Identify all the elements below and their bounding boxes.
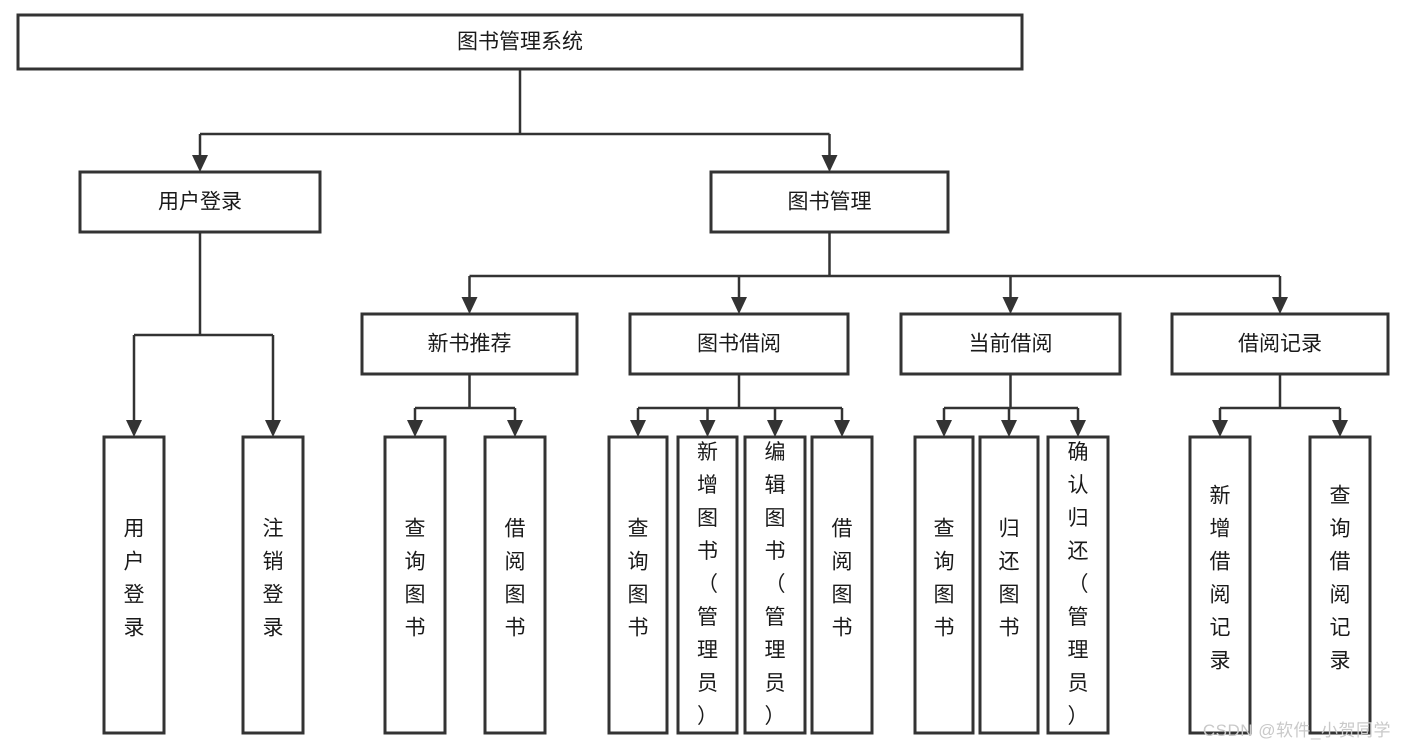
node-label: 借阅图书 — [832, 518, 853, 640]
arrow-head-icon — [936, 420, 952, 437]
node-box — [78, 170, 322, 234]
node-leaf-logout[interactable]: 注销登录 — [241, 435, 305, 735]
node-box — [810, 435, 874, 735]
node-label: 借阅记录 — [1238, 333, 1322, 356]
node-leaf-borrow-book-recommend[interactable]: 借阅图书 — [483, 435, 547, 735]
node-label: 查询图书 — [628, 518, 649, 640]
node-box — [899, 312, 1122, 376]
node-label: 查询借阅记录 — [1330, 485, 1351, 673]
node-label: 图书借阅 — [697, 333, 781, 356]
arrow-head-icon — [507, 420, 523, 437]
arrow-head-icon — [630, 420, 646, 437]
node-leaf-query-book-current[interactable]: 查询图书 — [913, 435, 975, 735]
node-leaf-query-borrow-record[interactable]: 查询借阅记录 — [1308, 435, 1372, 735]
arrow-head-icon — [834, 420, 850, 437]
node-label: 新增借阅记录 — [1210, 485, 1231, 673]
arrow-head-icon — [699, 420, 716, 437]
node-label: 确认归还（管理员） — [1068, 441, 1089, 728]
arrow-head-icon — [1070, 420, 1086, 437]
node-label: 用户登录 — [158, 191, 242, 214]
node-box — [1046, 435, 1110, 735]
node-box — [102, 435, 166, 735]
node-book-management[interactable]: 图书管理 — [709, 170, 950, 234]
node-box — [607, 435, 669, 735]
node-layer: 图书管理系统用户登录图书管理新书推荐图书借阅当前借阅借阅记录用户登录注销登录查询… — [16, 13, 1390, 735]
node-box — [709, 170, 950, 234]
arrow-head-icon — [1332, 420, 1348, 437]
node-leaf-confirm-return[interactable]: 确认归还（管理员） — [1046, 435, 1110, 735]
node-leaf-return-book[interactable]: 归还图书 — [978, 435, 1040, 735]
node-label: 注销登录 — [263, 518, 284, 640]
node-new-book-recommend[interactable]: 新书推荐 — [360, 312, 579, 376]
node-label: 新书推荐 — [428, 333, 512, 356]
node-label: 新增图书（管理员） — [697, 441, 718, 728]
node-box — [1188, 435, 1252, 735]
arrow-head-icon — [126, 420, 142, 437]
node-book-borrow[interactable]: 图书借阅 — [628, 312, 850, 376]
arrow-head-icon — [192, 155, 208, 172]
node-label: 编辑图书（管理员） — [765, 441, 786, 728]
arrow-head-icon — [1212, 420, 1228, 437]
node-label: 当前借阅 — [969, 333, 1053, 356]
node-label: 归还图书 — [999, 518, 1020, 640]
node-borrow-record[interactable]: 借阅记录 — [1170, 312, 1390, 376]
node-label: 查询图书 — [934, 518, 955, 640]
node-box — [383, 435, 447, 735]
node-label: 用户登录 — [124, 518, 145, 640]
node-leaf-query-book-borrow[interactable]: 查询图书 — [607, 435, 669, 735]
node-user-login[interactable]: 用户登录 — [78, 170, 322, 234]
node-leaf-query-book-recommend[interactable]: 查询图书 — [383, 435, 447, 735]
node-box — [241, 435, 305, 735]
arrow-head-icon — [265, 420, 281, 437]
arrow-head-icon — [461, 297, 478, 314]
node-leaf-user-login[interactable]: 用户登录 — [102, 435, 166, 735]
node-label: 借阅图书 — [505, 518, 526, 640]
arrow-head-icon — [767, 420, 783, 437]
arrow-head-icon — [821, 155, 838, 172]
node-box — [628, 312, 850, 376]
node-box — [743, 435, 807, 735]
node-box — [676, 435, 739, 735]
node-label: 图书管理系统 — [457, 31, 583, 54]
arrow-head-icon — [407, 420, 423, 437]
node-box — [1308, 435, 1372, 735]
node-label: 图书管理 — [788, 191, 872, 214]
node-leaf-edit-book[interactable]: 编辑图书（管理员） — [743, 435, 807, 735]
arrow-head-icon — [1272, 297, 1288, 314]
node-box — [913, 435, 975, 735]
connector-layer — [126, 69, 1348, 437]
arrow-head-icon — [1001, 420, 1017, 437]
node-box — [1170, 312, 1390, 376]
node-box — [483, 435, 547, 735]
arrow-head-icon — [731, 297, 747, 314]
node-label: 查询图书 — [405, 518, 426, 640]
node-leaf-borrow-book[interactable]: 借阅图书 — [810, 435, 874, 735]
node-leaf-add-borrow-record[interactable]: 新增借阅记录 — [1188, 435, 1252, 735]
node-box — [978, 435, 1040, 735]
node-leaf-add-book[interactable]: 新增图书（管理员） — [676, 435, 739, 735]
node-current-borrow[interactable]: 当前借阅 — [899, 312, 1122, 376]
arrow-head-icon — [1002, 297, 1019, 314]
node-box — [360, 312, 579, 376]
node-box — [16, 13, 1024, 71]
node-root[interactable]: 图书管理系统 — [16, 13, 1024, 71]
